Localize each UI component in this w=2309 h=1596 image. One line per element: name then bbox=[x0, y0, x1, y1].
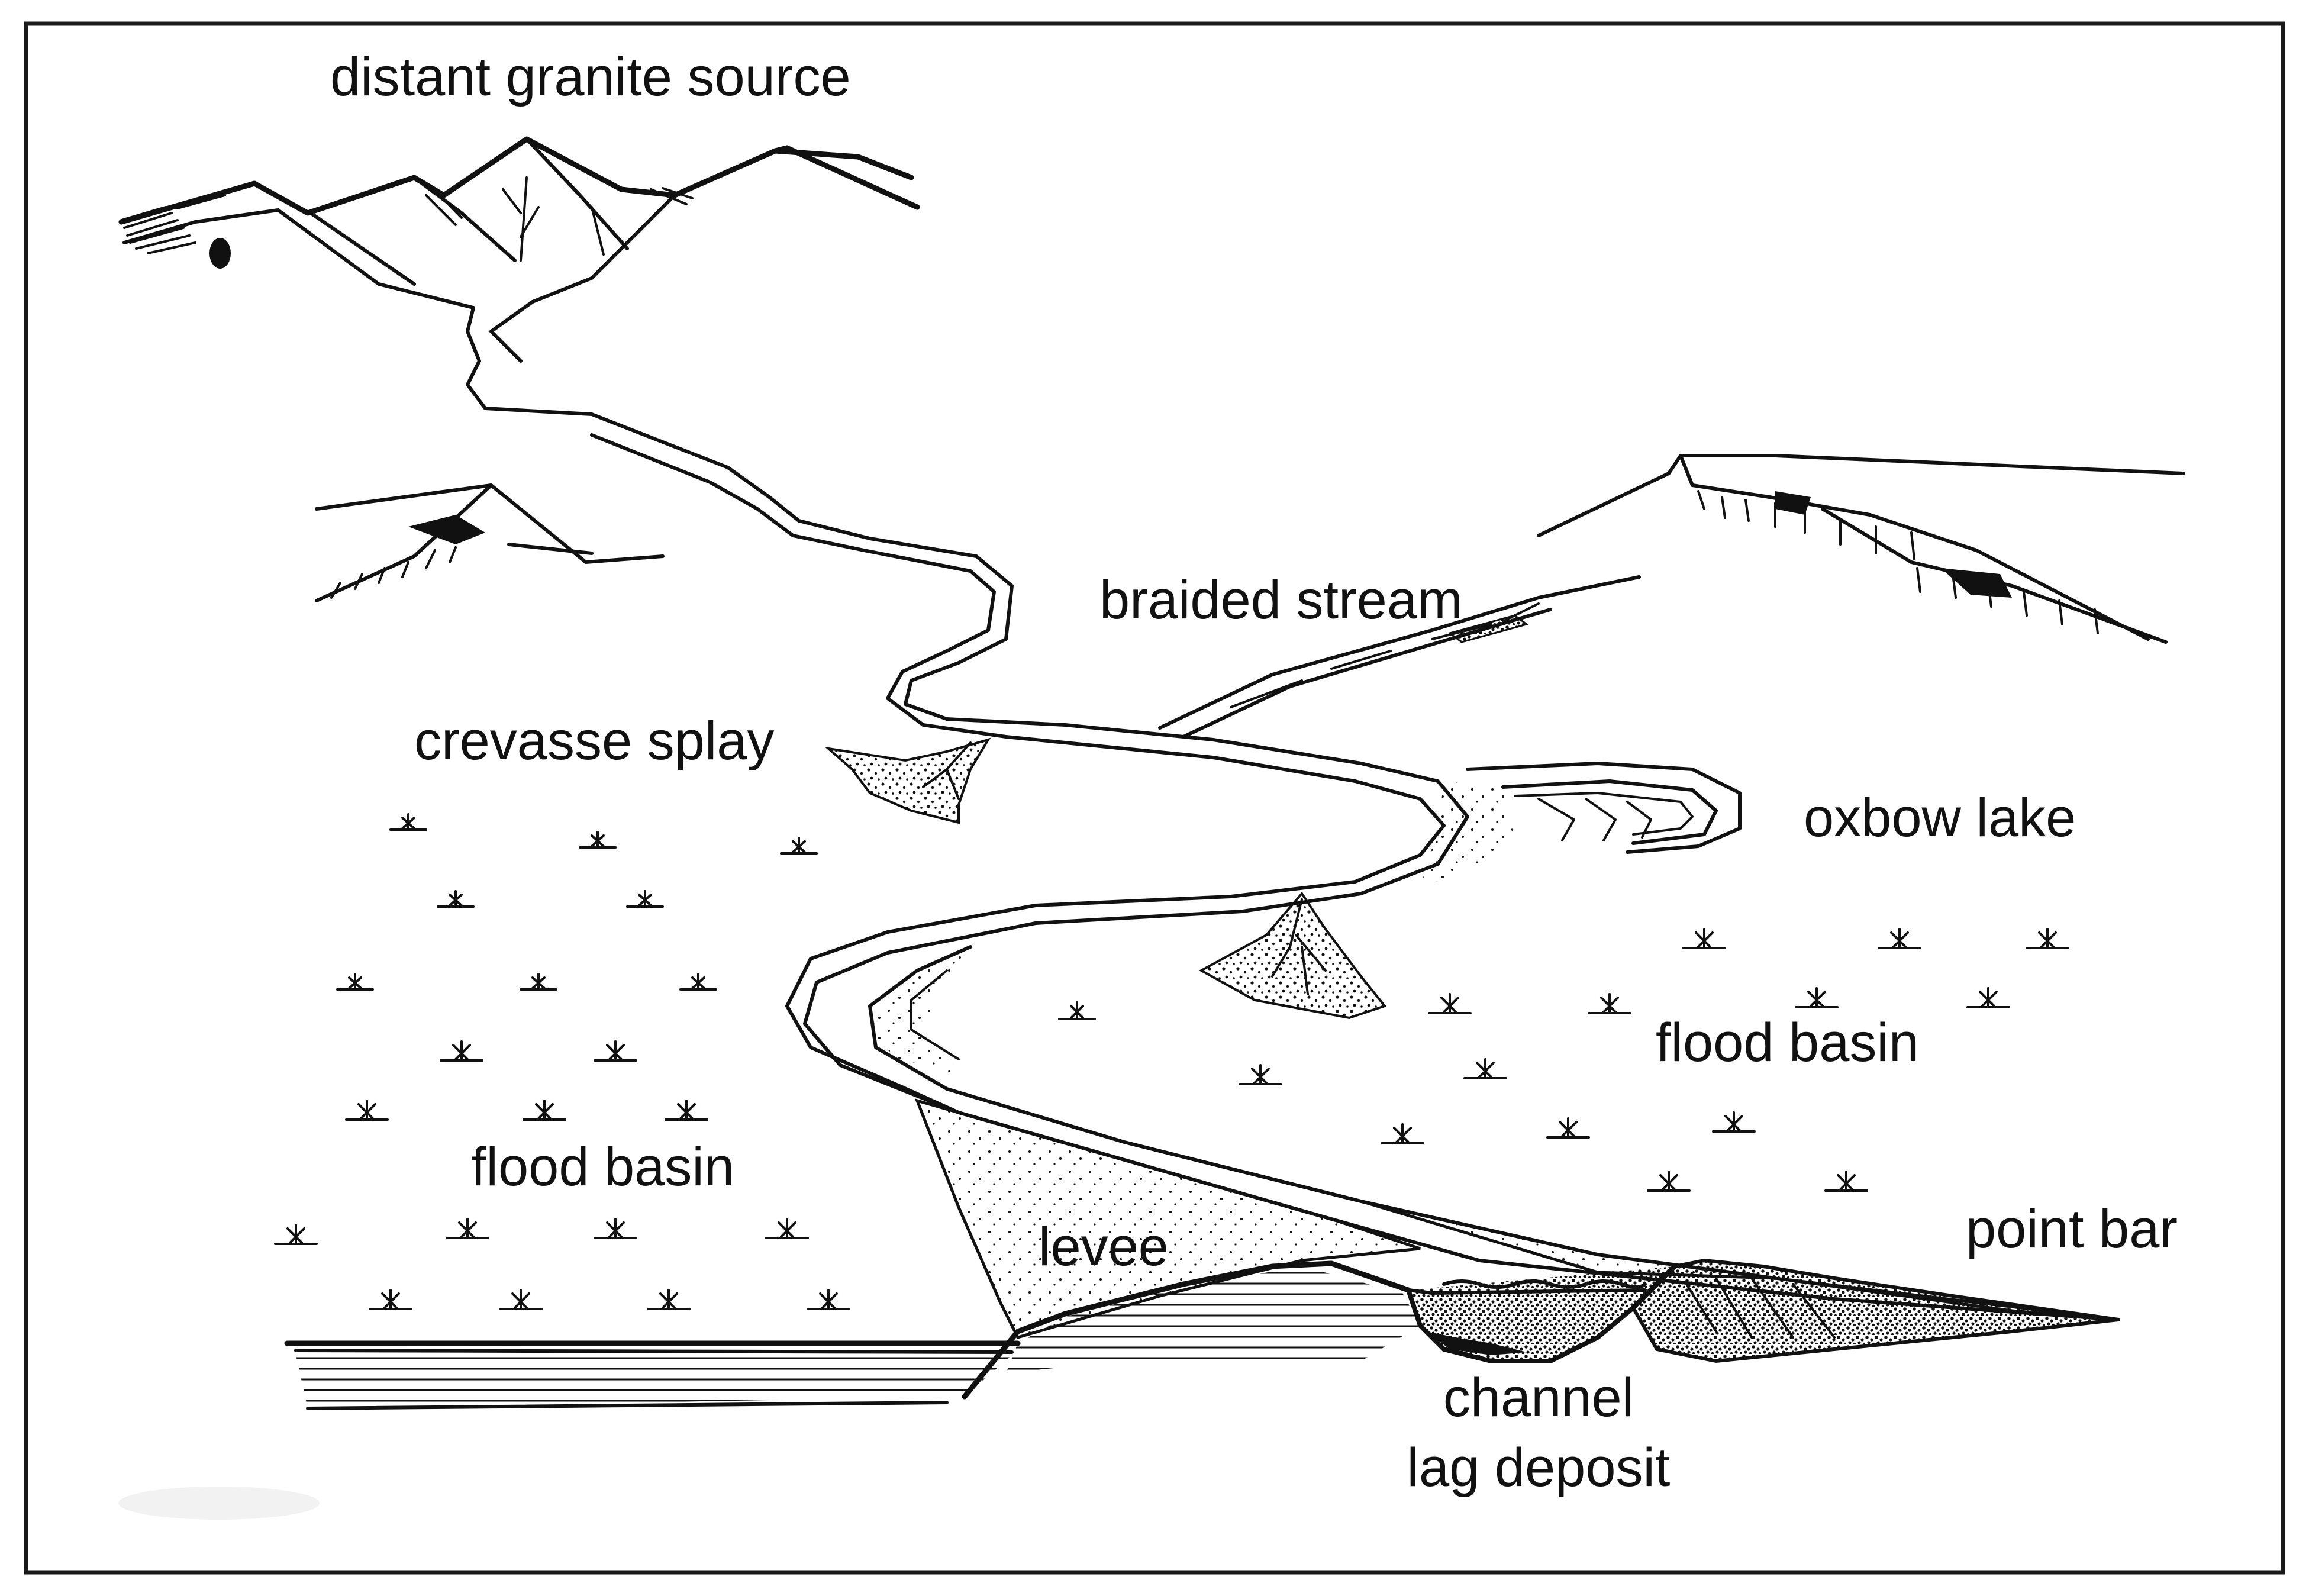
crevasse-splay bbox=[824, 737, 991, 824]
label-levee: levee bbox=[1039, 1217, 1169, 1277]
label-point-bar: point bar bbox=[1966, 1199, 2178, 1259]
inner-bend-bar bbox=[870, 947, 970, 1077]
braided-stream bbox=[1158, 575, 1641, 739]
right-plateau bbox=[1537, 454, 2185, 644]
label-channel-lag-deposit: channel lag deposit bbox=[1385, 1367, 1692, 1500]
paper-smudge bbox=[118, 1487, 320, 1520]
label-oxbow-lake: oxbow lake bbox=[1804, 788, 2076, 848]
label-distant-granite-source: distant granite source bbox=[330, 47, 851, 107]
cross-section bbox=[284, 1258, 2119, 1410]
levee-wedge bbox=[914, 1098, 1421, 1339]
diagram-frame bbox=[24, 21, 2285, 1575]
label-flood-basin-left: flood basin bbox=[471, 1137, 734, 1197]
label-channel-line: channel bbox=[1443, 1368, 1634, 1428]
label-flood-basin-right: flood basin bbox=[1656, 1013, 1919, 1073]
label-lag-deposit-line: lag deposit bbox=[1407, 1437, 1671, 1498]
left-hill bbox=[315, 483, 665, 602]
oxbow-lake bbox=[1420, 762, 1742, 888]
label-braided-stream: braided stream bbox=[1099, 570, 1463, 630]
label-crevasse-splay: crevasse splay bbox=[414, 711, 775, 771]
lower-crevasse-splay bbox=[1198, 891, 1387, 1020]
mountain-range bbox=[118, 136, 920, 416]
river-channel bbox=[590, 412, 1777, 1280]
marsh-tufts bbox=[274, 813, 2069, 1310]
